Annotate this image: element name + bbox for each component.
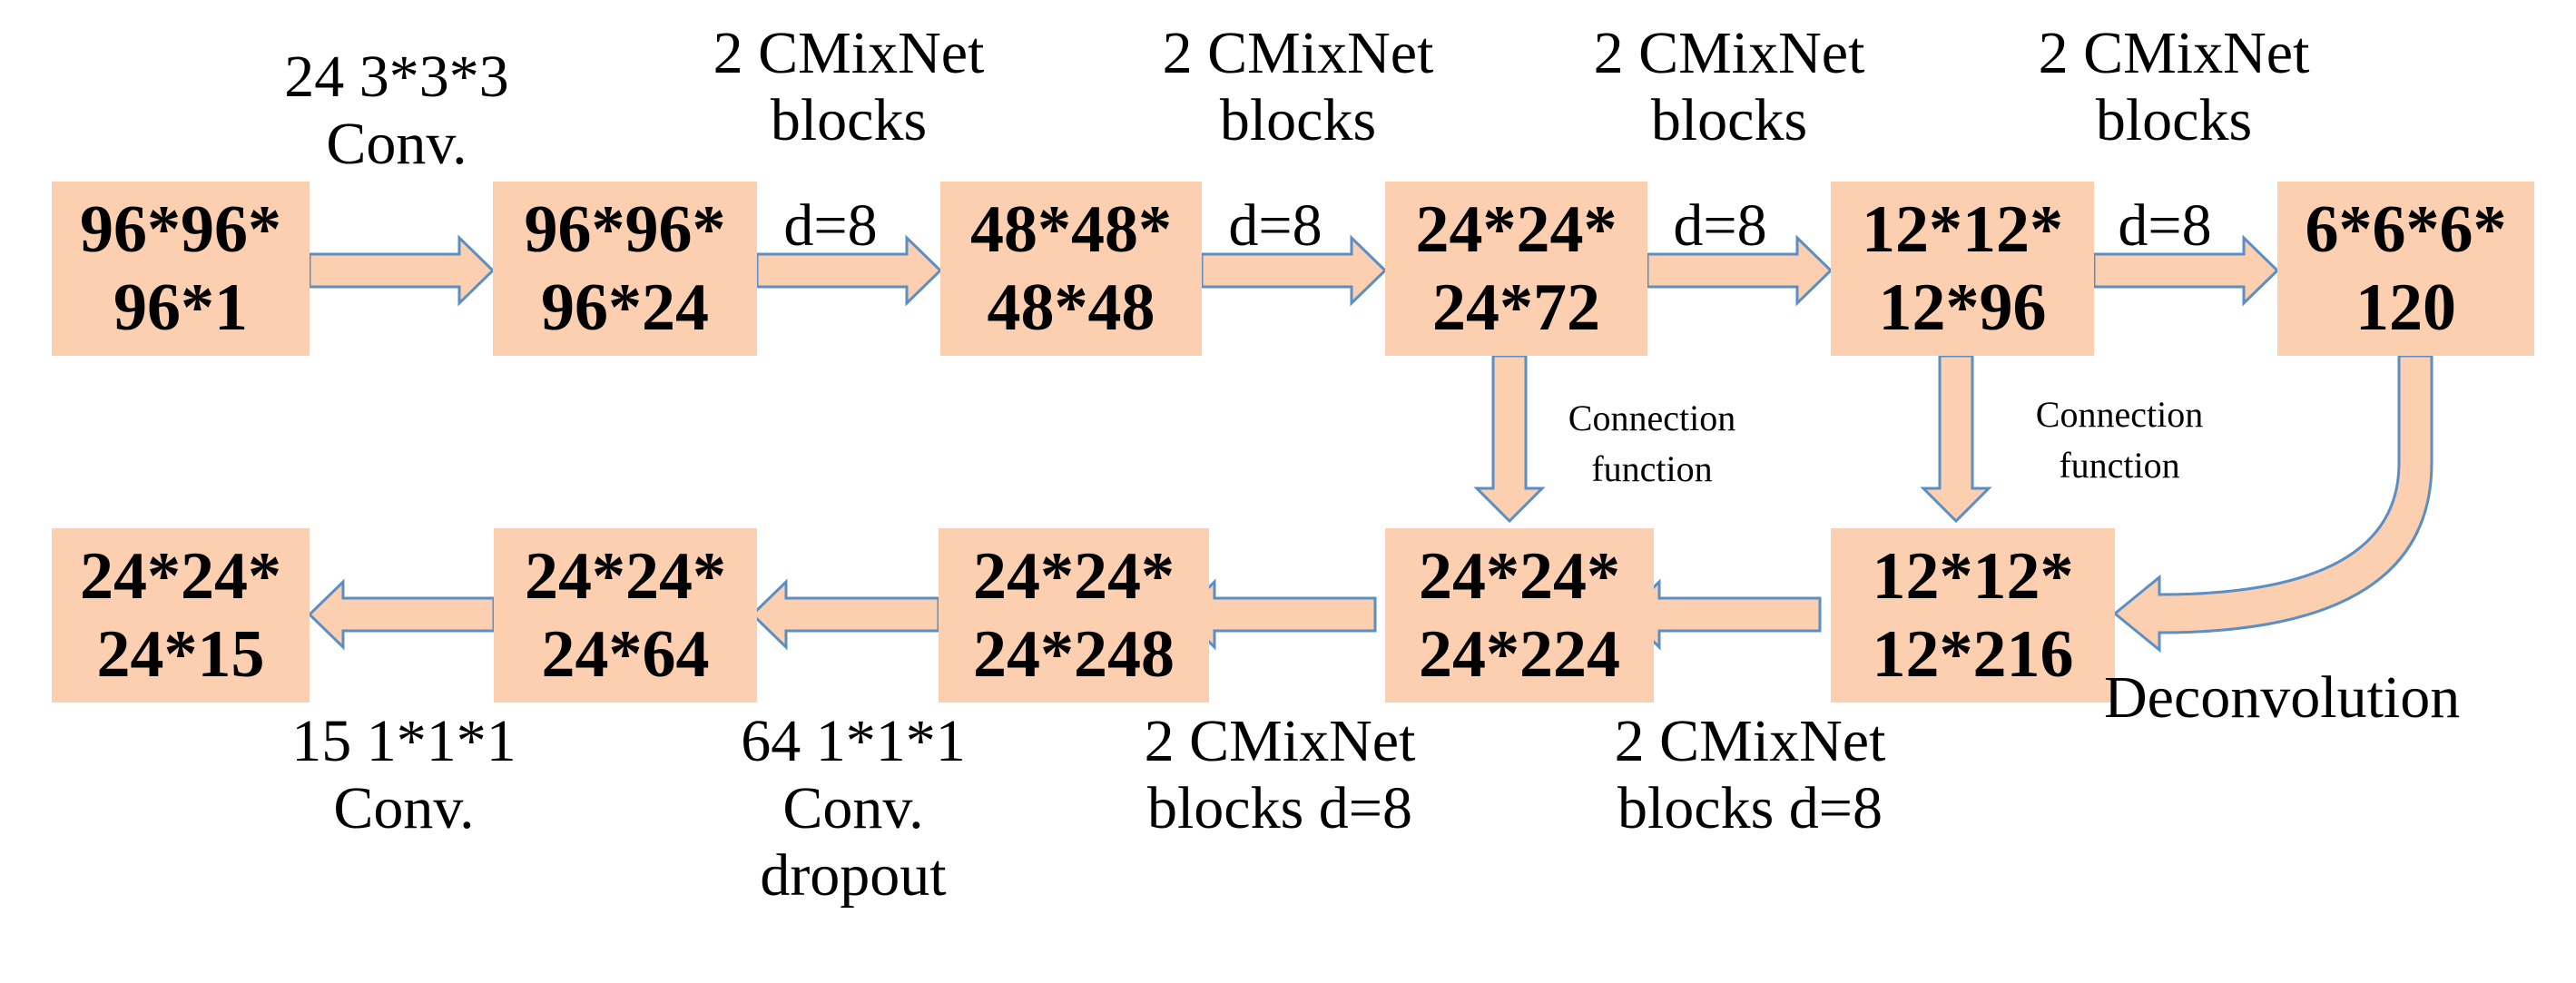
arrow-top-1 [308, 234, 496, 307]
arrow-connection-2 [1920, 354, 1992, 524]
label-cmixnet-blocks-b2: 2 CMixNet blocks d=8 [1089, 708, 1470, 842]
label-line2: blocks [2095, 87, 2253, 153]
block-24x24x24x224: 24*24* 24*224 [1385, 528, 1654, 703]
block-input-96x96x96x1: 96*96* 96*1 [52, 182, 310, 356]
label-line1: Connection [2035, 394, 2204, 435]
label-connection-function-1: Connection function [1543, 393, 1761, 495]
arrow-top-5 [2092, 234, 2280, 307]
arrow-bottom-2 [1178, 578, 1377, 651]
block-line1: 24*24* [525, 539, 726, 614]
label-line2: function [2059, 445, 2180, 486]
label-d8-1: d=8 [783, 192, 878, 259]
block-line1: 96*96* [524, 192, 726, 267]
block-line2: 12*96 [1878, 270, 2047, 345]
label-line2: Conv. [782, 775, 924, 841]
label-line2: Conv. [333, 775, 475, 841]
block-line1: 12*12* [1862, 192, 2063, 267]
label-cmixnet-blocks-4: 2 CMixNet blocks [1988, 20, 2360, 154]
block-line2: 96*24 [541, 270, 709, 345]
label-line1: 24 3*3*3 [284, 44, 509, 110]
label-conv-64-dropout: 64 1*1*1 Conv. dropout [699, 708, 1008, 909]
label-cmixnet-blocks-1: 2 CMixNet blocks [663, 20, 1035, 154]
block-line2: 48*48 [987, 270, 1155, 345]
label-line1: 2 CMixNet [1614, 708, 1886, 774]
label-line2: blocks [1219, 87, 1377, 153]
label-line3: dropout [760, 842, 947, 909]
block-line1: 24*24* [1415, 192, 1617, 267]
block-line1: 24*24* [973, 539, 1175, 614]
arrow-bottom-4 [307, 578, 496, 651]
label-line1: 15 1*1*1 [291, 708, 516, 774]
label-d8-2: d=8 [1228, 192, 1322, 259]
block-6x6x6x120: 6*6*6* 120 [2277, 182, 2534, 356]
label-deconvolution: Deconvolution [2104, 664, 2461, 731]
block-output-24x24x24x15: 24*24* 24*15 [52, 528, 310, 703]
block-line2: 24*72 [1432, 270, 1600, 345]
label-line2: blocks d=8 [1617, 775, 1883, 841]
arrow-bottom-3 [750, 578, 940, 651]
block-line1: 24*24* [1419, 539, 1620, 614]
block-line2: 12*216 [1872, 617, 2074, 692]
arrow-bottom-1 [1623, 578, 1822, 651]
block-12x12x12x96: 12*12* 12*96 [1831, 182, 2094, 356]
block-line2: 96*1 [113, 270, 248, 345]
block-line2: 24*64 [541, 617, 710, 692]
block-line1: 48*48* [970, 192, 1172, 267]
block-48x48x48x48: 48*48* 48*48 [940, 182, 1202, 356]
arrow-deconvolution [2112, 354, 2433, 654]
label-d8-3: d=8 [1673, 192, 1767, 259]
label-line1: Connection [1568, 398, 1736, 438]
label-cmixnet-blocks-2: 2 CMixNet blocks [1112, 20, 1484, 154]
block-line1: 6*6*6* [2305, 192, 2507, 267]
arrow-top-4 [1646, 234, 1834, 307]
label-line1: 2 CMixNet [1162, 20, 1434, 86]
label-d8-4: d=8 [2118, 192, 2212, 259]
block-line2: 24*248 [973, 617, 1175, 692]
label-cmixnet-blocks-3: 2 CMixNet blocks [1543, 20, 1915, 154]
label-line2: blocks d=8 [1146, 775, 1413, 841]
label-line1: 2 CMixNet [1144, 708, 1416, 774]
block-24x24x24x72: 24*24* 24*72 [1385, 182, 1647, 356]
label-conv-input: 24 3*3*3 Conv. [238, 44, 556, 178]
label-line2: Conv. [326, 111, 467, 177]
label-line2: blocks [770, 87, 928, 153]
arrow-connection-1 [1473, 354, 1546, 524]
block-line1: 24*24* [80, 539, 281, 614]
label-connection-function-2: Connection function [2011, 389, 2228, 491]
label-line2: blocks [1650, 87, 1808, 153]
label-line1: 2 CMixNet [1593, 20, 1865, 86]
block-24x24x24x248: 24*24* 24*248 [939, 528, 1209, 703]
block-line2: 24*224 [1419, 617, 1620, 692]
block-96x96x96x24: 96*96* 96*24 [493, 182, 757, 356]
label-line1: 64 1*1*1 [741, 708, 966, 774]
label-line2: function [1591, 448, 1713, 489]
block-12x12x12x216: 12*12* 12*216 [1831, 528, 2115, 703]
label-line1: 2 CMixNet [2038, 20, 2310, 86]
label-cmixnet-blocks-b1: 2 CMixNet blocks d=8 [1559, 708, 1941, 842]
arrow-top-3 [1200, 234, 1388, 307]
block-line1: 12*12* [1872, 539, 2074, 614]
label-line1: 2 CMixNet [713, 20, 985, 86]
block-24x24x24x64: 24*24* 24*64 [494, 528, 757, 703]
label-conv-15: 15 1*1*1 Conv. [250, 708, 558, 842]
block-line1: 96*96* [80, 192, 281, 267]
block-line2: 120 [2355, 270, 2456, 345]
block-line2: 24*15 [96, 617, 265, 692]
arrow-top-2 [755, 234, 943, 307]
